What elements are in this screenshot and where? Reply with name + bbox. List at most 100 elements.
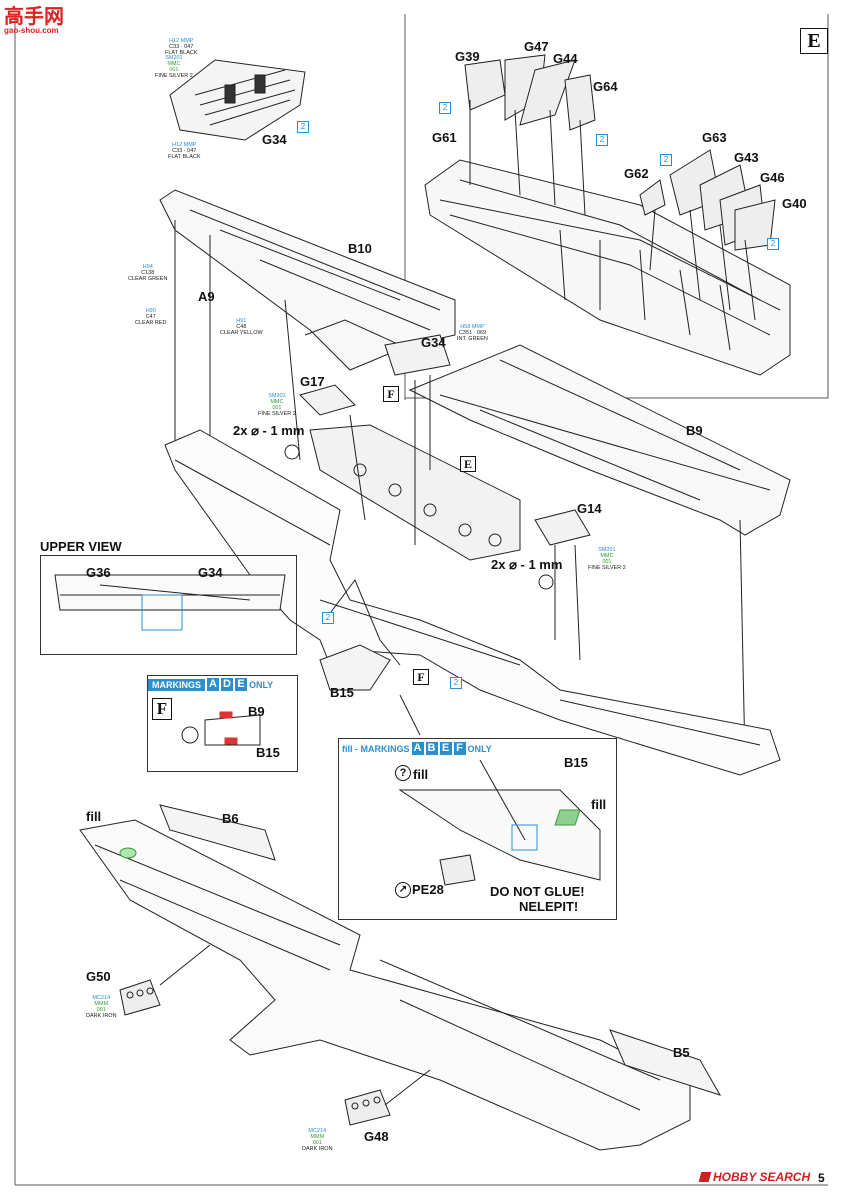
- part-label-g44: G44: [553, 51, 578, 66]
- paint-name: CLEAR RED: [135, 320, 167, 326]
- paint-callout-clear-yellow: H91 C48 CLEAR YELLOW: [220, 318, 263, 336]
- fill-label-wing: fill: [86, 809, 102, 824]
- paint-name: FINE SILVER 2: [155, 73, 193, 79]
- ref-tag: 2: [450, 677, 462, 689]
- paint-code: H91: [236, 318, 247, 324]
- part-label-g50: G50: [86, 969, 111, 984]
- paint-code: MMM: [310, 1134, 325, 1140]
- markings-ade-panel: [147, 675, 298, 772]
- paint-code: SM201: [165, 55, 183, 61]
- paint-code: C33 · 047: [169, 44, 194, 50]
- markings-suffix: ONLY: [467, 743, 492, 754]
- photo-etch-icon: ↗: [395, 882, 411, 898]
- paint-name: FINE SILVER 2: [588, 565, 626, 571]
- paint-callout-silver-g14: SM201 MMC 001 FINE SILVER 2: [588, 547, 626, 571]
- logo-chars: 高手网: [4, 4, 64, 28]
- marking-letter: E: [439, 742, 452, 755]
- markings-suffix: ONLY: [249, 679, 274, 690]
- part-label-b5: B5: [673, 1045, 690, 1060]
- paint-code: 001: [96, 1007, 106, 1013]
- paint-callout-int-green: H58 MMP C351 · 069 INT. GREEN: [457, 324, 488, 342]
- question-icon: ?: [395, 765, 411, 781]
- part-label-pe28: PE28: [412, 882, 444, 897]
- marking-letter: A: [207, 678, 219, 691]
- logo-url: gao-shou.com: [4, 26, 59, 35]
- paint-callout-flat-black-bottom: H12 MMP C33 · 047 FLAT BLACK: [168, 142, 201, 160]
- paint-code: MMM: [94, 1001, 109, 1007]
- upper-view-title: UPPER VIEW: [40, 539, 122, 554]
- paint-callout-dark-iron-g48: MC214 MMM 001 DARK IRON: [302, 1128, 333, 1152]
- part-label-g64: G64: [593, 79, 618, 94]
- callout-box-f2: F: [413, 669, 429, 685]
- paint-callout-silver-top: SM201 MMC 001 FINE SILVER 2: [155, 55, 193, 79]
- paint-name: INT. GREEN: [457, 336, 488, 342]
- watermark-text: HOBBY SEARCH: [713, 1170, 811, 1184]
- ref-tag: 2: [767, 238, 779, 250]
- part-label-b15-main: B15: [330, 685, 354, 700]
- nelepit-text: NELEPIT!: [519, 899, 579, 914]
- paint-code: H12 MMP: [172, 142, 197, 148]
- upper-view-panel: [40, 555, 297, 655]
- paint-code: C47: [145, 314, 156, 320]
- paint-callout-clear-red: H90 C47 CLEAR RED: [135, 308, 166, 326]
- paint-code: C351 · 069: [458, 330, 487, 336]
- part-label-g61: G61: [432, 130, 457, 145]
- paint-code: MMC: [167, 61, 181, 67]
- paint-code: H94: [142, 264, 153, 270]
- paint-code: C33 · 047: [172, 148, 197, 154]
- paint-name: DARK IRON: [86, 1013, 117, 1019]
- callout-box-e: E: [460, 456, 476, 472]
- part-label-g62: G62: [624, 166, 649, 181]
- paint-name: FLAT BLACK: [168, 154, 201, 160]
- site-logo: 高手网 gao-shou.com: [4, 6, 64, 35]
- paint-code: 001: [602, 559, 612, 565]
- markings-ade-header: MARKINGS A D E ONLY: [148, 678, 273, 691]
- part-label-g34-mid: G34: [421, 335, 446, 350]
- paint-code: MMC: [270, 399, 284, 405]
- paint-code: 001: [312, 1140, 322, 1146]
- paint-code: SM201: [598, 547, 616, 553]
- marking-letter: F: [453, 742, 466, 755]
- drill-note-1: 2x ⌀ - 1 mm: [233, 423, 305, 438]
- part-label-g47: G47: [524, 39, 549, 54]
- part-label-b15-fill: B15: [564, 755, 588, 770]
- paint-name: DARK IRON: [302, 1146, 333, 1152]
- ref-tag: 2: [322, 612, 334, 624]
- part-label-g48: G48: [364, 1129, 389, 1144]
- paint-callout-silver-g17: SM201 MMC 001 FINE SILVER 2: [258, 393, 296, 417]
- watermark-icon: [698, 1172, 712, 1182]
- paint-callout-dark-iron-g50: MC214 MMM 001 DARK IRON: [86, 995, 117, 1019]
- paint-code: H12 MMP: [169, 38, 194, 44]
- inset-f-badge: F: [152, 698, 172, 720]
- paint-name: CLEAR GREEN: [128, 276, 168, 282]
- paint-callout-clear-green: H94 C138 CLEAR GREEN: [128, 264, 167, 282]
- part-label-g63: G63: [702, 130, 727, 145]
- paint-code: H90: [145, 308, 156, 314]
- paint-code: 001: [272, 405, 282, 411]
- markings-prefix: MARKINGS: [148, 678, 205, 691]
- do-not-glue-text: DO NOT GLUE!: [490, 884, 585, 899]
- paint-name: FLAT BLACK: [165, 50, 198, 56]
- part-label-g34-upper: G34: [198, 565, 223, 580]
- paint-code: MC214: [92, 995, 111, 1001]
- fill-label-right: fill: [591, 797, 607, 812]
- paint-code: H58 MMP: [460, 324, 485, 330]
- paint-name: FINE SILVER 2: [258, 411, 296, 417]
- ref-tag: 2: [660, 154, 672, 166]
- part-label-g36: G36: [86, 565, 111, 580]
- paint-code: MMC: [600, 553, 614, 559]
- ref-tag: 2: [439, 102, 451, 114]
- part-label-g34-top: G34: [262, 132, 287, 147]
- ref-tag: 2: [596, 134, 608, 146]
- markings-prefix: fill - MARKINGS: [342, 743, 410, 754]
- part-label-g46: G46: [760, 170, 785, 185]
- section-letter-badge: E: [800, 28, 828, 54]
- paint-callout-flat-black-top: H12 MMP C33 · 047 FLAT BLACK: [165, 38, 198, 56]
- part-label-b15-inset: B15: [256, 745, 280, 760]
- part-label-b9-main: B9: [686, 423, 703, 438]
- part-label-b10: B10: [348, 241, 372, 256]
- page-number: 5: [818, 1171, 825, 1185]
- part-label-g43: G43: [734, 150, 759, 165]
- fill-label-question: fill: [413, 767, 429, 782]
- paint-code: C138: [141, 270, 155, 276]
